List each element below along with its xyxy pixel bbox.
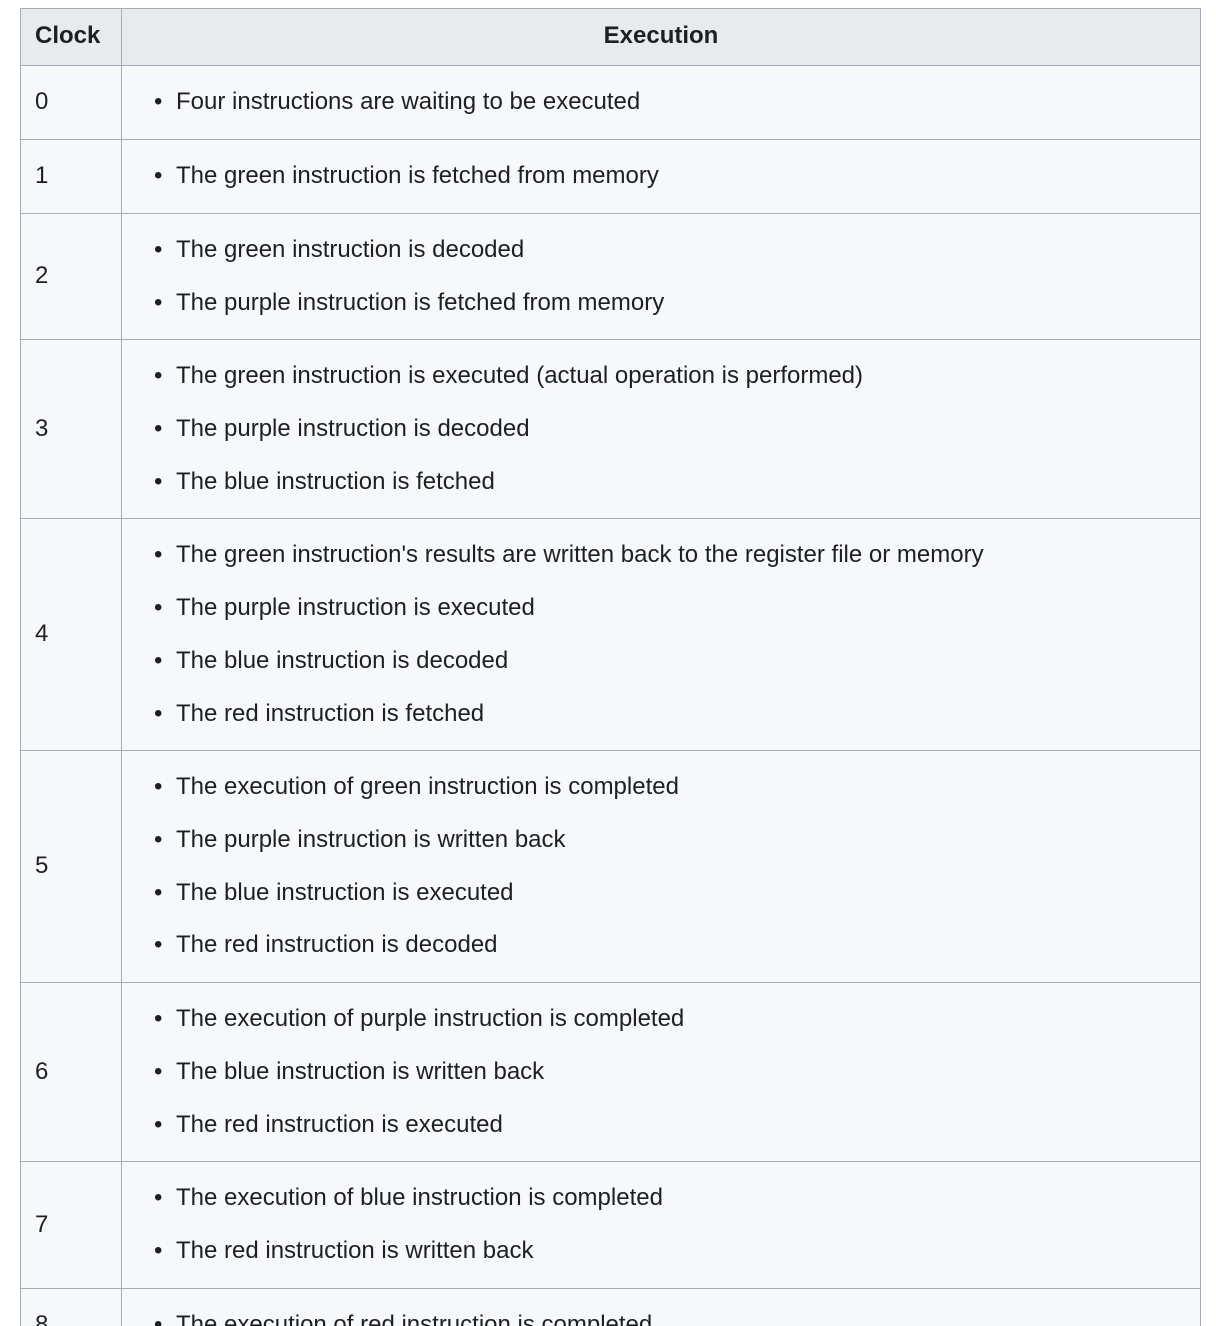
- list-item: Four instructions are waiting to be exec…: [154, 76, 1188, 129]
- table-body: 0 Four instructions are waiting to be exe…: [20, 65, 1201, 1326]
- execution-cell: The execution of blue instruction is com…: [121, 1161, 1201, 1289]
- table-row: 4 The green instruction's results are wri…: [20, 518, 1201, 752]
- execution-cell: Four instructions are waiting to be exec…: [121, 65, 1201, 141]
- table-row: 3 The green instruction is executed (actu…: [20, 339, 1201, 520]
- list-item: The blue instruction is executed: [154, 867, 1188, 920]
- execution-event-list: The green instruction is fetched from me…: [122, 150, 1188, 203]
- list-item: The green instruction is fetched from me…: [154, 150, 1188, 203]
- column-header-clock: Clock: [20, 7, 122, 67]
- clock-cell: 6: [20, 982, 122, 1163]
- execution-event-list: The green instruction is executed (actua…: [122, 350, 1188, 508]
- list-item: The red instruction is decoded: [154, 919, 1188, 972]
- execution-cell: The execution of red instruction is comp…: [121, 1287, 1201, 1326]
- clock-cell: 7: [20, 1161, 122, 1289]
- table-row: 2The green instruction is decodedThe pur…: [20, 212, 1201, 341]
- list-item: The purple instruction is executed: [154, 582, 1188, 635]
- clock-cell: 1: [20, 139, 122, 214]
- list-item: The red instruction is written back: [154, 1225, 1188, 1278]
- execution-table-container: Clock Execution 0 Four instructions are w…: [20, 7, 1201, 1326]
- execution-cell: The execution of green instruction is co…: [121, 750, 1201, 984]
- table-header-row: Clock Execution: [20, 7, 1201, 67]
- pipeline-execution-table: Clock Execution 0 Four instructions are w…: [20, 7, 1201, 1326]
- table-row: 1 The green instruction is fetched from m…: [20, 139, 1201, 214]
- list-item: The red instruction is fetched: [154, 688, 1188, 741]
- execution-event-list: Four instructions are waiting to be exec…: [122, 76, 1188, 129]
- table-row: 8 The execution of red instruction is com…: [20, 1287, 1201, 1326]
- execution-event-list: The execution of green instruction is co…: [122, 761, 1188, 972]
- execution-event-list: The execution of red instruction is comp…: [122, 1299, 1188, 1326]
- table-row: 5 The execution of green instruction is c…: [20, 750, 1201, 984]
- clock-cell: 8: [20, 1287, 122, 1326]
- list-item: The purple instruction is written back: [154, 814, 1188, 867]
- clock-cell: 0: [20, 65, 122, 141]
- execution-event-list: The execution of blue instruction is com…: [122, 1172, 1188, 1277]
- execution-event-list: The green instruction is decodedThe purp…: [122, 224, 1188, 329]
- list-item: The blue instruction is fetched: [154, 456, 1188, 509]
- list-item: The execution of blue instruction is com…: [154, 1172, 1188, 1225]
- execution-event-list: The execution of purple instruction is c…: [122, 993, 1188, 1151]
- clock-cell: 4: [20, 518, 122, 752]
- table-row: 0 Four instructions are waiting to be exe…: [20, 65, 1201, 141]
- table-header: Clock Execution: [20, 7, 1201, 67]
- execution-cell: The execution of purple instruction is c…: [121, 982, 1201, 1163]
- execution-cell: The green instruction is executed (actua…: [121, 339, 1201, 520]
- list-item: The execution of green instruction is co…: [154, 761, 1188, 814]
- table-row: 7 The execution of blue instruction is co…: [20, 1161, 1201, 1289]
- list-item: The green instruction is executed (actua…: [154, 350, 1188, 403]
- column-header-execution: Execution: [121, 7, 1201, 67]
- list-item: The purple instruction is decoded: [154, 403, 1188, 456]
- list-item: The blue instruction is written back: [154, 1046, 1188, 1099]
- table-row: 6 The execution of purple instruction is …: [20, 982, 1201, 1163]
- execution-event-list: The green instruction's results are writ…: [122, 529, 1188, 740]
- list-item: The execution of purple instruction is c…: [154, 993, 1188, 1046]
- clock-cell: 5: [20, 750, 122, 984]
- execution-cell: The green instruction's results are writ…: [121, 518, 1201, 752]
- execution-cell: The green instruction is decodedThe purp…: [121, 212, 1201, 341]
- list-item: The purple instruction is fetched from m…: [154, 277, 1188, 330]
- list-item: The green instruction's results are writ…: [154, 529, 1188, 582]
- clock-cell: 2: [20, 212, 122, 341]
- list-item: The blue instruction is decoded: [154, 635, 1188, 688]
- clock-cell: 3: [20, 339, 122, 520]
- execution-cell: The green instruction is fetched from me…: [121, 139, 1201, 214]
- list-item: The execution of red instruction is comp…: [154, 1299, 1188, 1326]
- list-item: The green instruction is decoded: [154, 224, 1188, 277]
- list-item: The red instruction is executed: [154, 1099, 1188, 1152]
